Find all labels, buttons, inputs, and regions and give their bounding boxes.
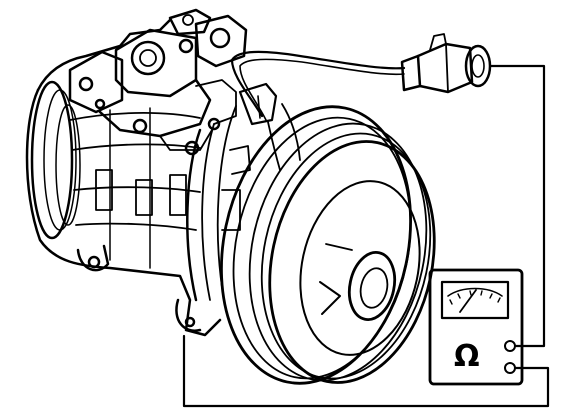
clutch-lead-wire: [230, 50, 406, 171]
clutch-connector: [400, 33, 492, 94]
ohmmeter-needle: [459, 289, 477, 313]
ohmmeter: Ω: [428, 268, 524, 386]
magnetic-clutch-pulley: [220, 105, 436, 385]
ohmmeter-terminal-negative[interactable]: [504, 362, 516, 374]
compressor-body: [25, 18, 222, 337]
ohmmeter-dial: [440, 280, 510, 320]
service-port-manifold: [68, 8, 248, 156]
test-leads: [182, 64, 550, 408]
ohmmeter-case: [428, 268, 524, 386]
ohm-symbol: Ω: [454, 339, 480, 374]
front-housing: [186, 105, 251, 302]
ohmmeter-terminal-positive[interactable]: [504, 340, 516, 352]
